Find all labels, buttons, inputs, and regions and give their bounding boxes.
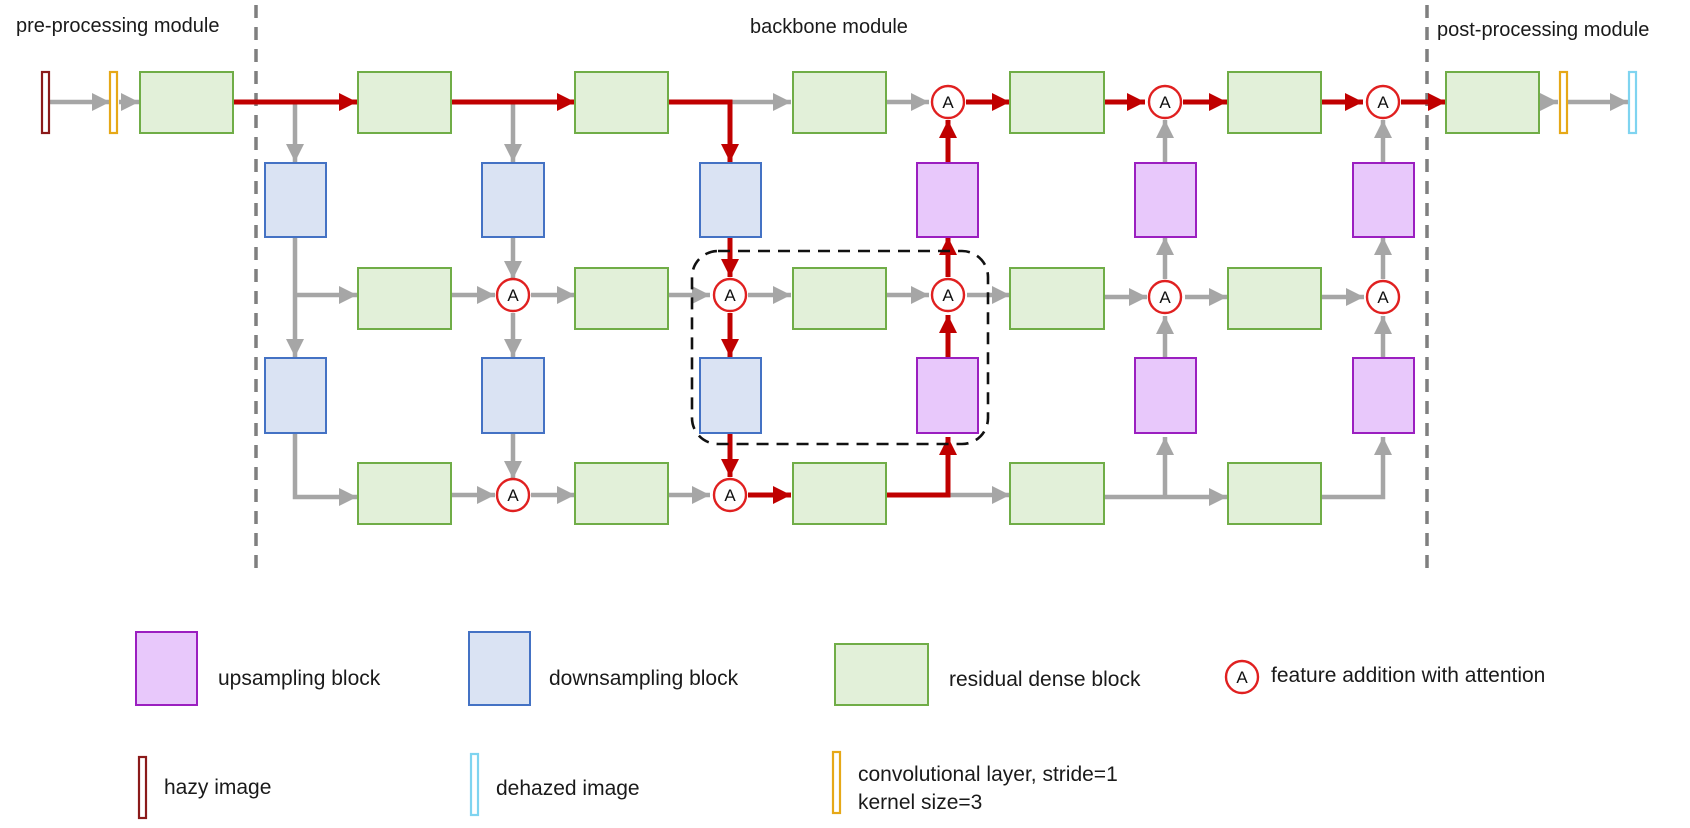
backbone-label: backbone module xyxy=(750,16,908,38)
svg-text:A: A xyxy=(507,486,519,505)
residual-dense-block-mid-2 xyxy=(574,267,669,330)
attention-node-mid-5: A xyxy=(1365,279,1401,315)
attention-node-bot-2: A xyxy=(712,477,748,513)
attention-node-top-2: A xyxy=(1147,84,1183,120)
downsampling-block-3a xyxy=(699,162,762,238)
main-path xyxy=(233,93,1446,504)
upsampling-block-1a xyxy=(916,162,979,238)
downsampling-block-2b xyxy=(481,357,545,434)
upsampling-block-2a xyxy=(1134,162,1197,238)
residual-dense-block-pre xyxy=(139,71,234,134)
svg-text:A: A xyxy=(1377,93,1389,112)
legend-hazy-label: hazy image xyxy=(164,776,272,799)
upsampling-block-1b xyxy=(916,357,979,434)
residual-dense-block-top-3 xyxy=(792,71,887,134)
upsampling-block-2b xyxy=(1134,357,1197,434)
legend-residual-swatch xyxy=(834,643,929,706)
attention-node-mid-4: A xyxy=(1147,279,1183,315)
legend-downsampling-label: downsampling block xyxy=(549,667,739,690)
attention-node-top-3: A xyxy=(1365,84,1401,120)
svg-text:A: A xyxy=(1236,668,1248,687)
conv-layer-output xyxy=(1558,70,1569,135)
downsampling-block-3b xyxy=(699,357,762,434)
residual-dense-block-bot-5 xyxy=(1227,462,1322,525)
attention-node-top-1: A xyxy=(930,84,966,120)
svg-text:A: A xyxy=(724,286,736,305)
svg-text:A: A xyxy=(507,286,519,305)
svg-text:A: A xyxy=(724,486,736,505)
legend-conv-label-line2: kernel size=3 xyxy=(858,791,983,814)
residual-dense-block-mid-3 xyxy=(792,267,887,330)
hazy-image-input xyxy=(40,70,51,135)
svg-text:A: A xyxy=(1159,93,1171,112)
residual-dense-block-mid-5 xyxy=(1227,267,1322,330)
downsampling-block-1b xyxy=(264,357,327,434)
attention-node-bot-1: A xyxy=(495,477,531,513)
residual-dense-block-mid-4 xyxy=(1009,267,1105,330)
conv-layer-input xyxy=(108,70,119,135)
attention-node-mid-3: A xyxy=(930,277,966,313)
legend-attention-label: feature addition with attention xyxy=(1271,664,1546,687)
legend-conv-swatch xyxy=(831,750,842,815)
residual-dense-block-bot-1 xyxy=(357,462,452,525)
downsampling-block-2a xyxy=(481,162,545,238)
svg-text:A: A xyxy=(1159,288,1171,307)
legend-upsampling-label: upsampling block xyxy=(218,667,381,690)
legend-dehazed-swatch xyxy=(469,752,480,817)
downsampling-block-1a xyxy=(264,162,327,238)
residual-dense-block-top-2 xyxy=(574,71,669,134)
residual-dense-block-bot-2 xyxy=(574,462,669,525)
highlight-region xyxy=(690,249,990,446)
attention-node-mid-1: A xyxy=(495,277,531,313)
grey-connections xyxy=(50,93,1628,506)
legend-hazy-swatch xyxy=(137,755,148,820)
legend-attention-swatch: A xyxy=(1224,659,1260,695)
residual-dense-block-top-4 xyxy=(1009,71,1105,134)
svg-text:A: A xyxy=(942,93,954,112)
dehazed-image-output xyxy=(1627,70,1638,135)
upsampling-block-3b xyxy=(1352,357,1415,434)
residual-dense-block-top-1 xyxy=(357,71,452,134)
legend-downsampling-swatch xyxy=(468,631,531,706)
legend-conv-label-line1: convolutional layer, stride=1 xyxy=(858,763,1118,786)
attention-node-mid-2: A xyxy=(712,277,748,313)
svg-text:A: A xyxy=(942,286,954,305)
residual-dense-block-mid-1 xyxy=(357,267,452,330)
residual-dense-block-top-5 xyxy=(1227,71,1322,134)
legend-residual-label: residual dense block xyxy=(949,668,1141,691)
residual-dense-block-bot-3 xyxy=(792,462,887,525)
residual-dense-block-bot-4 xyxy=(1009,462,1105,525)
legend-upsampling-swatch xyxy=(135,631,198,706)
upsampling-block-3a xyxy=(1352,162,1415,238)
residual-dense-block-post xyxy=(1445,71,1540,134)
pre-processing-label: pre-processing module xyxy=(16,15,220,37)
post-processing-label: post-processing module xyxy=(1437,19,1650,41)
svg-text:A: A xyxy=(1377,288,1389,307)
legend-dehazed-label: dehazed image xyxy=(496,777,640,800)
